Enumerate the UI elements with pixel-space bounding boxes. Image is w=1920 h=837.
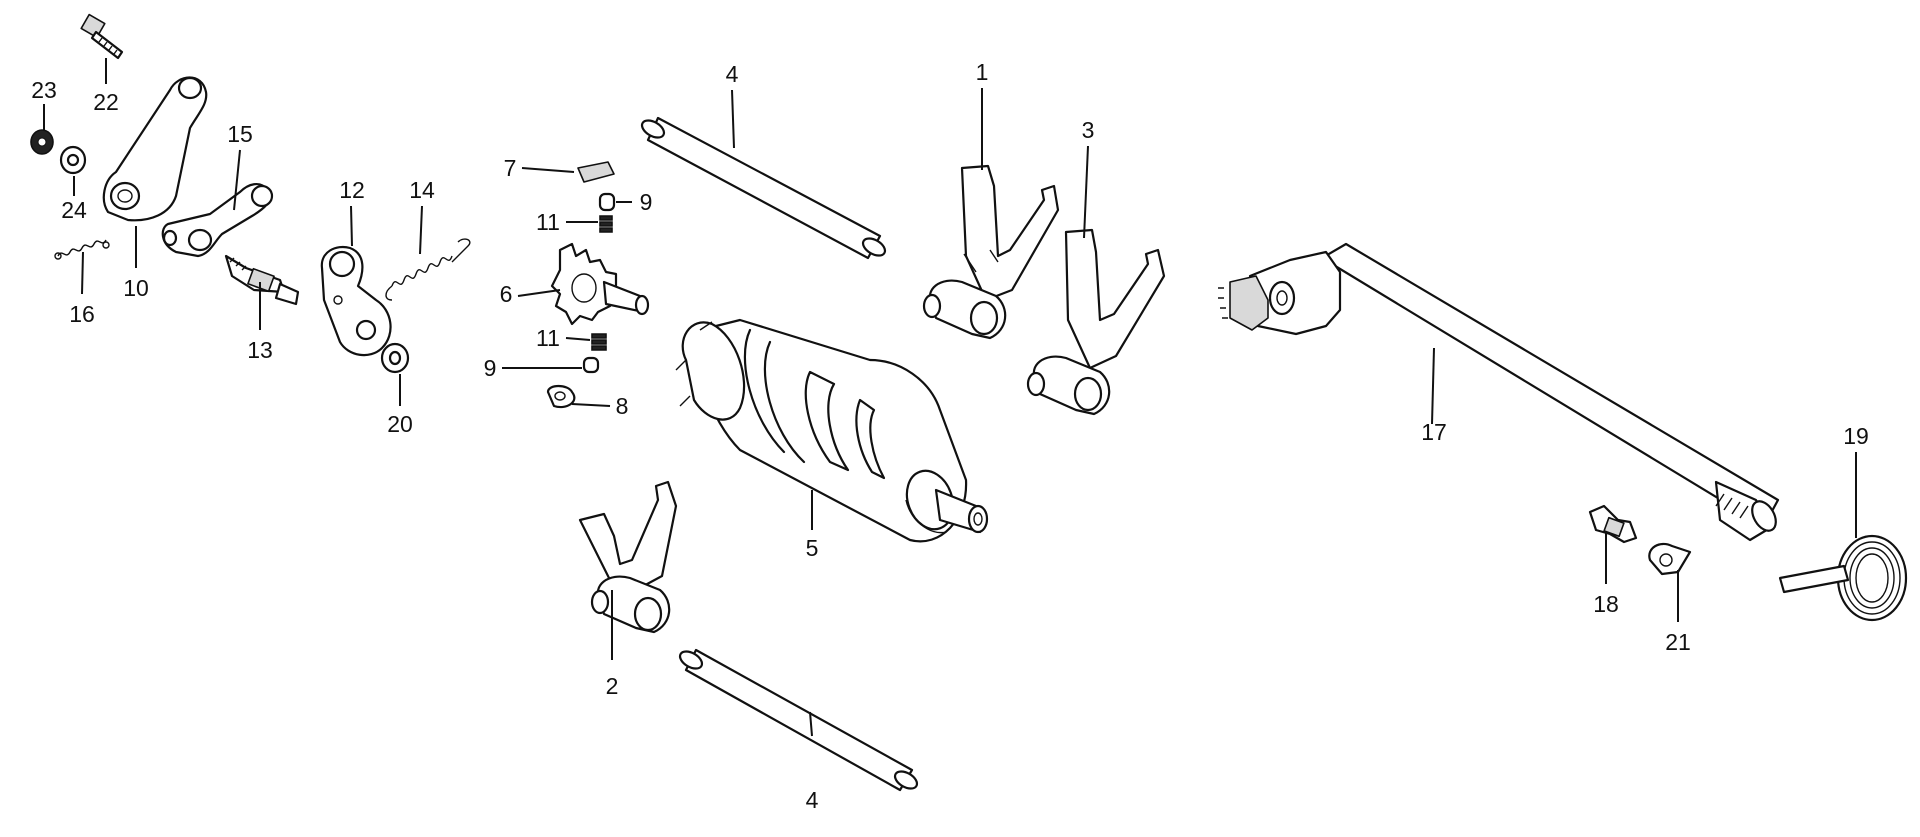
part-7-key <box>577 161 615 183</box>
callout-12: 12 <box>339 177 365 203</box>
part-1-shift-fork <box>922 164 1060 340</box>
part-13-pivot-bolt <box>224 254 300 306</box>
callout-19: 19 <box>1843 423 1869 449</box>
callout-20: 20 <box>387 411 413 437</box>
callout-18: 18 <box>1593 591 1619 617</box>
part-3-shift-fork <box>1026 228 1166 416</box>
callout-5: 5 <box>806 535 819 561</box>
callout-15: 15 <box>227 121 253 147</box>
callout-23: 23 <box>31 77 57 103</box>
callout-9-lower: 9 <box>484 355 497 381</box>
part-9-pin-upper <box>598 192 616 212</box>
callout-6: 6 <box>500 281 513 307</box>
callout-9-upper: 9 <box>640 189 653 215</box>
callout-10: 10 <box>123 275 149 301</box>
part-11-spring-upper <box>599 215 613 233</box>
callout-14: 14 <box>409 177 435 203</box>
callout-3: 3 <box>1082 117 1095 143</box>
callout-1: 1 <box>976 59 989 85</box>
part-16-spring <box>54 239 110 260</box>
part-17-shift-spindle <box>1218 242 1780 542</box>
part-10-arm <box>102 76 208 222</box>
callout-7: 7 <box>504 155 517 181</box>
part-23-nut <box>30 129 54 155</box>
callout-2: 2 <box>606 673 619 699</box>
part-14-return-spring <box>385 238 471 301</box>
part-4-fork-shaft-lower <box>678 648 919 792</box>
callout-4-lower: 4 <box>806 787 819 813</box>
callout-17: 17 <box>1421 419 1447 445</box>
callout-labels: 1 2 3 4 4 5 6 7 8 9 9 10 11 11 12 13 14 … <box>31 59 1869 813</box>
callout-22: 22 <box>93 89 119 115</box>
part-15-stopper-arm <box>161 183 274 258</box>
part-8-clip <box>546 384 576 409</box>
part-24-washer <box>59 145 87 175</box>
callout-24: 24 <box>61 197 87 223</box>
part-18-bolt <box>1588 504 1638 544</box>
part-22-bolt <box>80 13 124 60</box>
part-2-shift-fork <box>578 480 678 634</box>
part-11-spring-lower <box>591 333 607 351</box>
part-19-torsion-spring <box>1778 534 1908 622</box>
callout-21: 21 <box>1665 629 1691 655</box>
callout-16: 16 <box>69 301 95 327</box>
part-6-drum-center <box>550 242 650 326</box>
callout-11-lower: 11 <box>536 325 560 351</box>
callout-8: 8 <box>616 393 629 419</box>
callout-11-upper: 11 <box>536 209 560 235</box>
part-20-washer <box>380 342 410 374</box>
callout-4-upper: 4 <box>726 61 739 87</box>
part-9-pin-lower <box>582 356 600 374</box>
part-12-shift-plate <box>320 245 392 357</box>
callout-13: 13 <box>247 337 273 363</box>
part-5-shift-drum <box>675 318 989 543</box>
part-21-collar <box>1648 542 1692 576</box>
part-4-fork-shaft-upper <box>640 116 887 260</box>
leader-lines <box>43 58 1857 737</box>
